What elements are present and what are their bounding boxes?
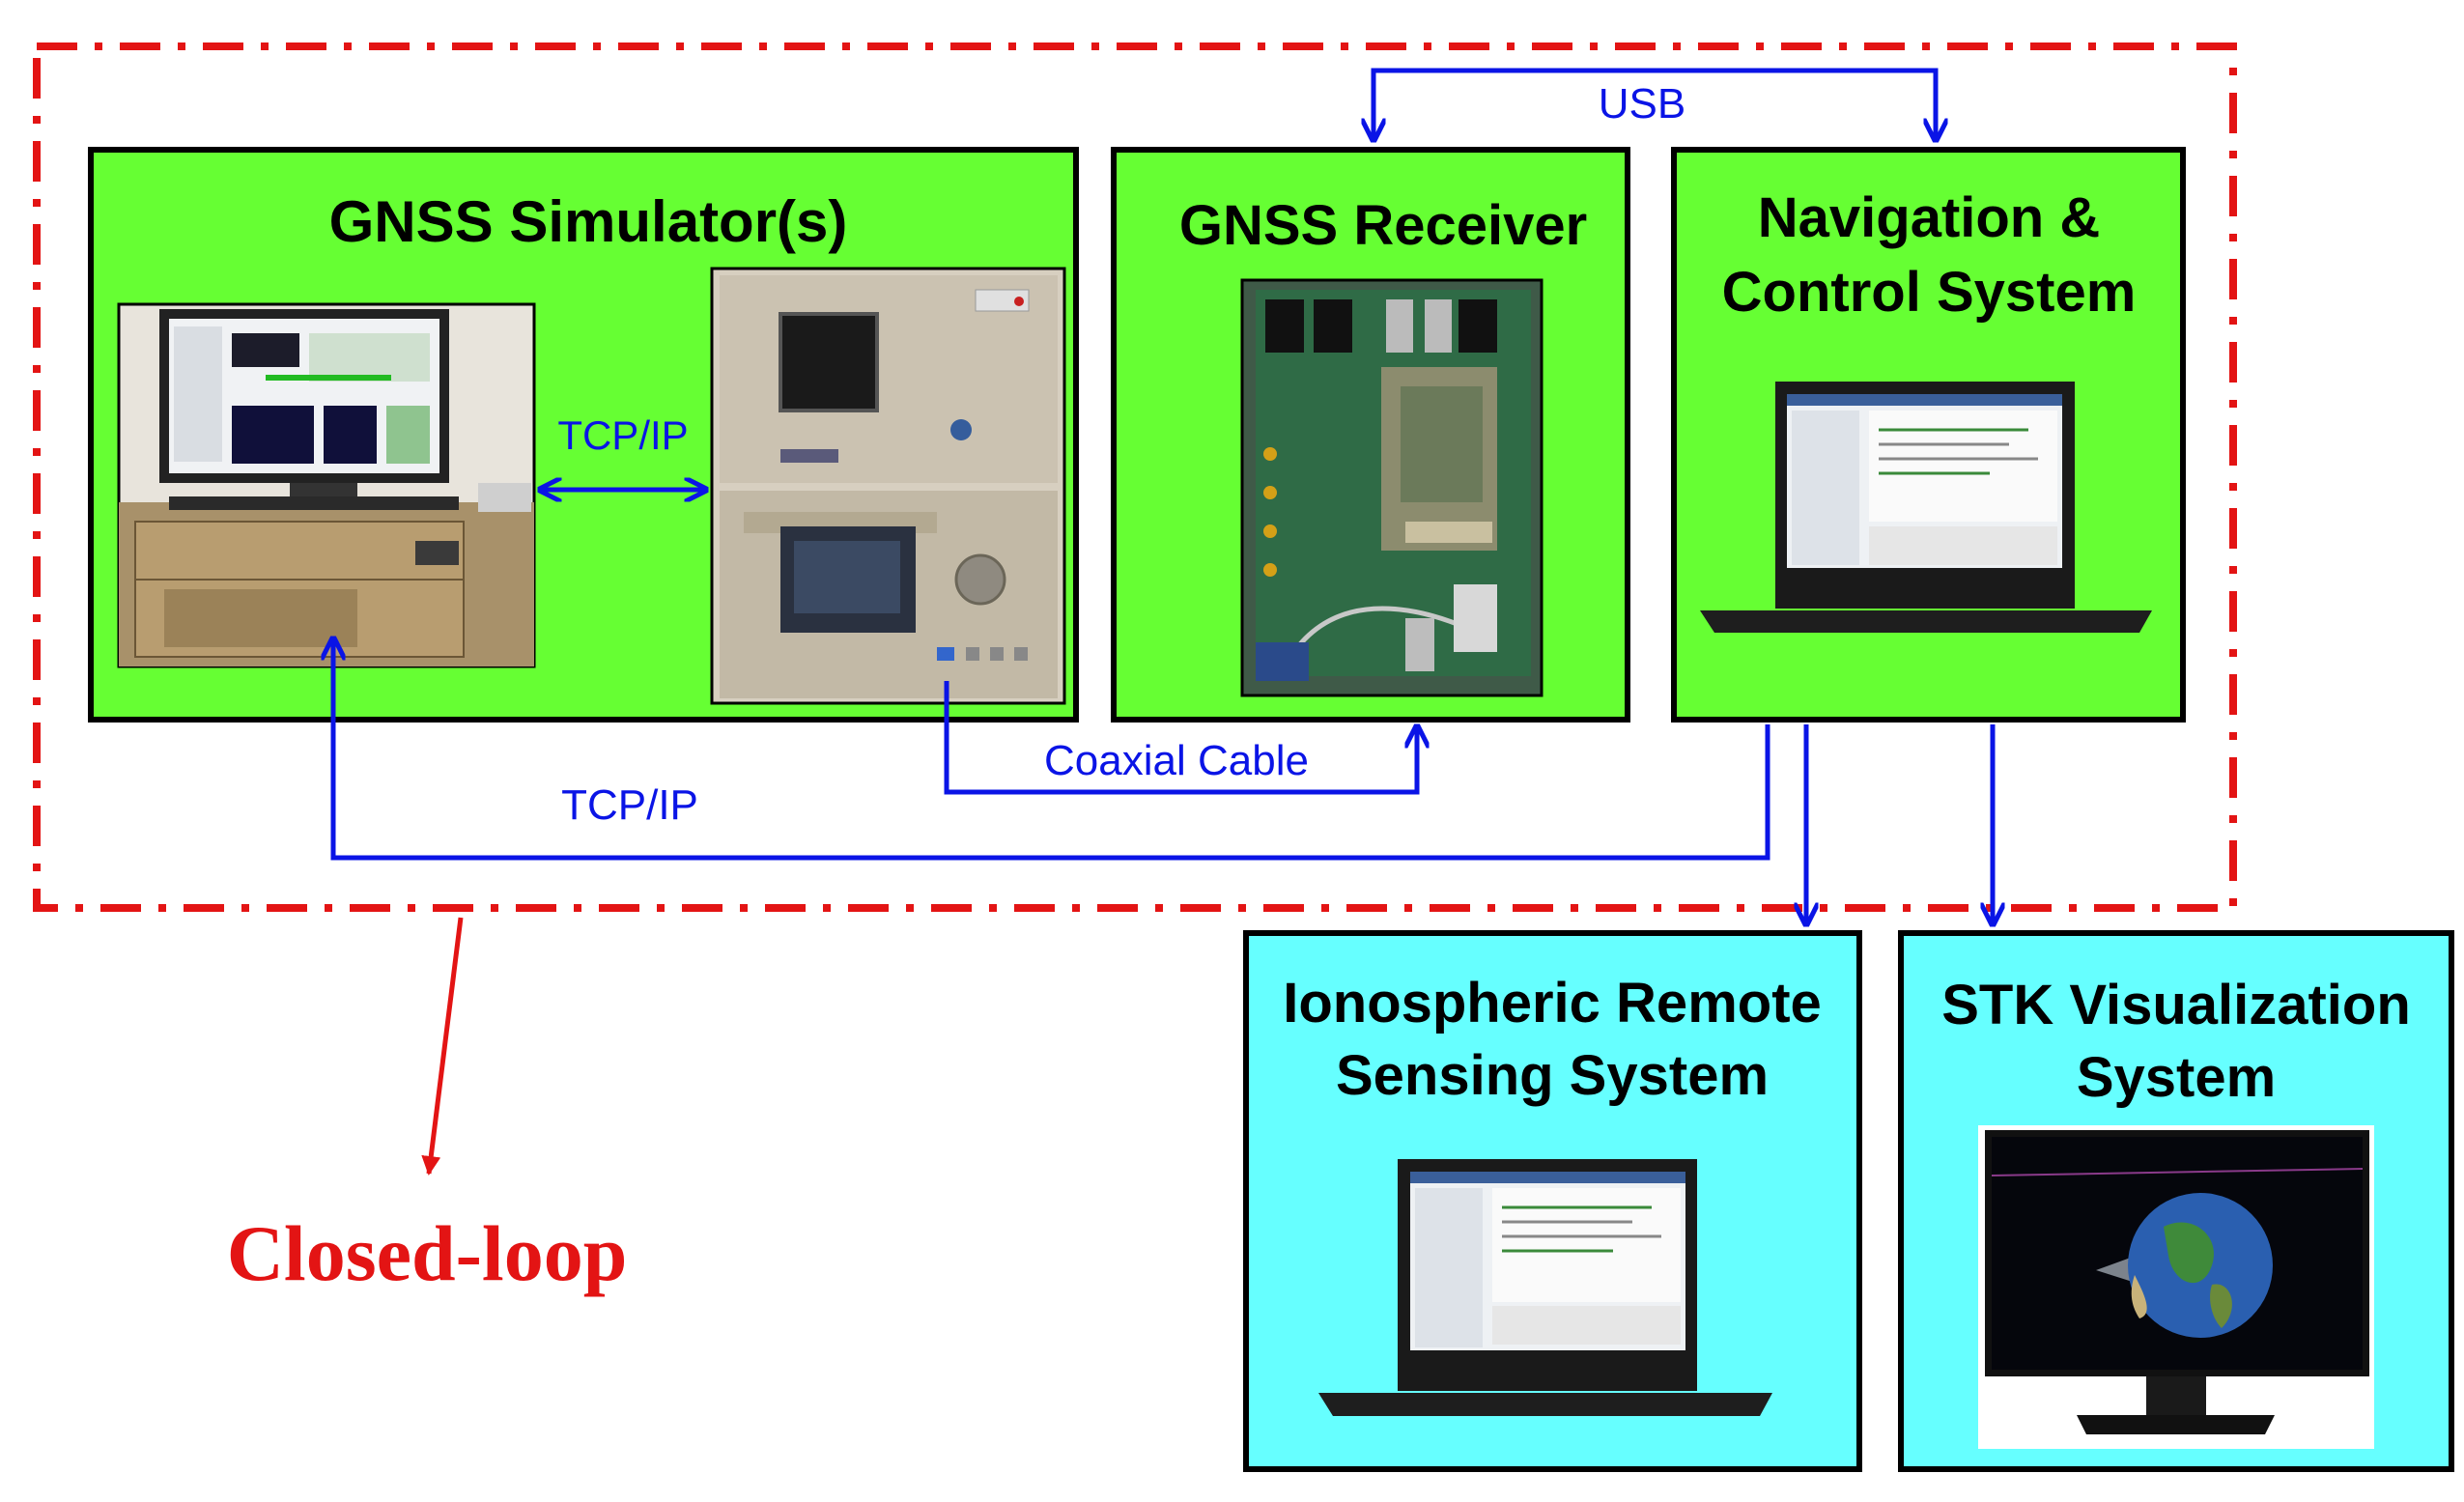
- gnss-simulator-title: GNSS Simulator(s): [329, 189, 848, 254]
- stk-box: STK Visualization System: [1898, 930, 2454, 1472]
- simulator-hardware-icon: [710, 267, 1066, 705]
- usb-arrow: [1374, 68, 1936, 140]
- ionospheric-title-line1: Ionospheric Remote: [1283, 972, 1822, 1034]
- gnss-receiver-title: GNSS Receiver: [1179, 194, 1587, 257]
- coaxial-cable-arrow: [944, 681, 1417, 795]
- gnss-simulator-box: GNSS Simulator(s): [88, 147, 1079, 723]
- nav-control-title-line1: Navigation &: [1758, 186, 2101, 249]
- laptop-icon: [1318, 1159, 1772, 1416]
- ionospheric-box: Ionospheric Remote Sensing System: [1243, 930, 1862, 1472]
- closed-loop-label: Closed-loop: [227, 1209, 628, 1297]
- circuit-board-icon: [1240, 278, 1544, 697]
- nav-control-title-line2: Control System: [1722, 261, 2137, 324]
- closed-loop-pointer-arrow: [421, 917, 464, 1176]
- usb-label: USB: [1599, 80, 1685, 128]
- nav-control-box: Navigation & Control System: [1671, 147, 2186, 723]
- tcpip-inner-label: TCP/IP: [557, 412, 688, 458]
- desktop-pc-icon: [117, 302, 536, 668]
- laptop-icon: [1700, 382, 2152, 633]
- stk-title-line1: STK Visualization: [1941, 974, 2411, 1036]
- tcpip-outer-arrow: [333, 638, 1770, 861]
- closed-loop-boundary: [33, 43, 2237, 912]
- stk-title-line2: System: [2077, 1046, 2276, 1109]
- tcpip-outer-label: TCP/IP: [561, 781, 698, 829]
- coaxial-cable-label: Coaxial Cable: [1044, 737, 1309, 784]
- ionospheric-title-line2: Sensing System: [1336, 1044, 1769, 1107]
- monitor-globe-icon: [1978, 1125, 2374, 1449]
- gnss-receiver-box: GNSS Receiver: [1111, 147, 1630, 723]
